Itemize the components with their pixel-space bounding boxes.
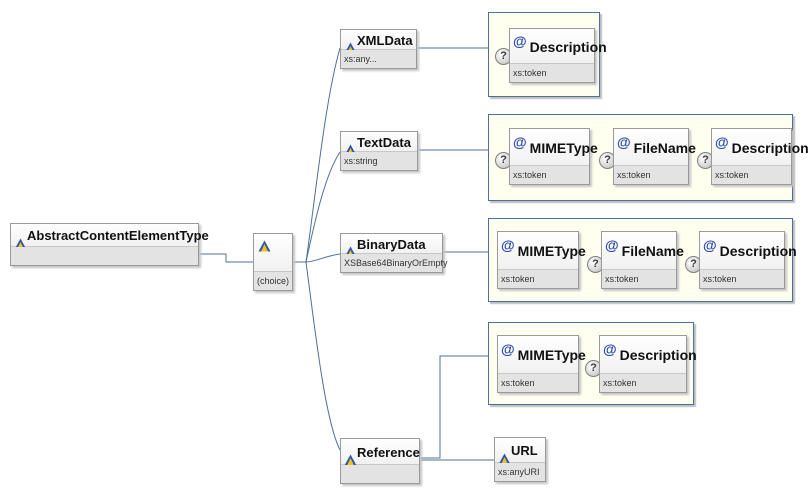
attribute-marker-icon: @ <box>513 32 527 49</box>
attribute-name: Description <box>719 243 797 259</box>
root-element-type <box>11 247 198 265</box>
attribute-type: xs:token <box>498 374 578 392</box>
attribute-description[interactable]: @Description xs:token <box>509 28 607 83</box>
attribute-name: Description <box>731 139 809 156</box>
choice-label: (choice) <box>254 272 292 290</box>
connector-root-choice <box>199 253 253 263</box>
attribute-marker-icon: @ <box>617 133 631 150</box>
attribute-type: xs:token <box>510 64 594 82</box>
element-type: xs:any... <box>341 50 416 68</box>
element-name: TextData <box>357 134 411 150</box>
attribute-name: Description <box>619 347 697 363</box>
element-name: URL <box>511 443 538 458</box>
connector-choice-xmldata <box>293 47 341 263</box>
choice-compositor-box[interactable]: (choice) <box>253 233 293 291</box>
attribute-marker-icon: @ <box>605 237 619 253</box>
attribute-filename[interactable]: @FileName xs:token <box>601 231 684 289</box>
root-element-name: AbstractContentElementType <box>27 228 209 243</box>
attribute-description[interactable]: @Description xs:token <box>699 231 797 289</box>
element-binarydata[interactable]: BinaryData XSBase64BinaryOrEmpty <box>340 233 448 273</box>
attribute-group-binarydata: @MIMEType xs:token ? @FileName xs:token … <box>488 218 797 302</box>
element-type: xs:string <box>341 152 417 170</box>
attribute-marker-icon: @ <box>603 341 617 357</box>
attribute-type: xs:token <box>712 166 791 184</box>
attribute-marker-icon: @ <box>703 237 717 253</box>
attribute-name: FileName <box>621 243 684 259</box>
element-textdata[interactable]: TextData xs:string <box>340 131 418 171</box>
element-name: Reference <box>357 444 420 460</box>
attribute-description[interactable]: @Description xs:token <box>711 128 809 185</box>
element-type: xs:anyURI <box>495 463 545 481</box>
attribute-mimetype[interactable]: @MIMEType xs:token <box>497 231 586 289</box>
attribute-type: xs:token <box>600 374 686 392</box>
connector-choice-textdata <box>293 151 341 263</box>
attribute-marker-icon: @ <box>715 133 729 150</box>
choice-icon <box>258 240 271 252</box>
connector-choice-reference <box>293 261 341 451</box>
connector-reference-group <box>420 355 488 459</box>
element-name: XMLData <box>357 32 413 48</box>
element-type <box>341 465 419 483</box>
element-url[interactable]: URL xs:anyURI <box>494 437 546 482</box>
attribute-mimetype[interactable]: @MIMEType xs:token <box>509 128 598 185</box>
attribute-description[interactable]: @Description xs:token <box>599 335 697 393</box>
attribute-name: FileName <box>633 139 696 156</box>
element-type: XSBase64BinaryOrEmpty <box>341 254 448 272</box>
attribute-group-reference: @MIMEType xs:token ? @Description xs:tok… <box>488 322 697 405</box>
element-icon <box>498 453 511 464</box>
attribute-marker-icon: @ <box>501 341 515 357</box>
attribute-type: xs:token <box>700 270 784 288</box>
element-xmldata[interactable]: XMLData xs:any... <box>340 29 417 69</box>
attribute-type: xs:token <box>602 270 676 288</box>
attribute-mimetype[interactable]: @MIMEType xs:token <box>497 335 586 393</box>
attribute-name: Description <box>529 38 607 55</box>
attribute-marker-icon: @ <box>513 133 527 150</box>
attribute-type: xs:token <box>614 166 688 184</box>
attribute-filename[interactable]: @FileName xs:token <box>613 128 696 185</box>
element-name: BinaryData <box>357 236 426 252</box>
element-icon <box>344 454 357 466</box>
attribute-group-xmldata: ? @Description xs:token <box>488 12 607 97</box>
root-element-box[interactable]: AbstractContentElementType <box>10 223 209 266</box>
element-reference[interactable]: Reference <box>340 438 420 484</box>
attribute-group-textdata: ? @MIMEType xs:token ? @FileName xs:toke… <box>488 114 809 201</box>
connector-choice-binarydata <box>293 253 341 263</box>
attribute-marker-icon: @ <box>501 237 515 253</box>
attribute-type: xs:token <box>498 270 578 288</box>
attribute-type: xs:token <box>510 166 589 184</box>
attribute-name: MIMEType <box>517 243 586 259</box>
attribute-name: MIMEType <box>517 347 586 363</box>
attribute-name: MIMEType <box>529 139 598 156</box>
